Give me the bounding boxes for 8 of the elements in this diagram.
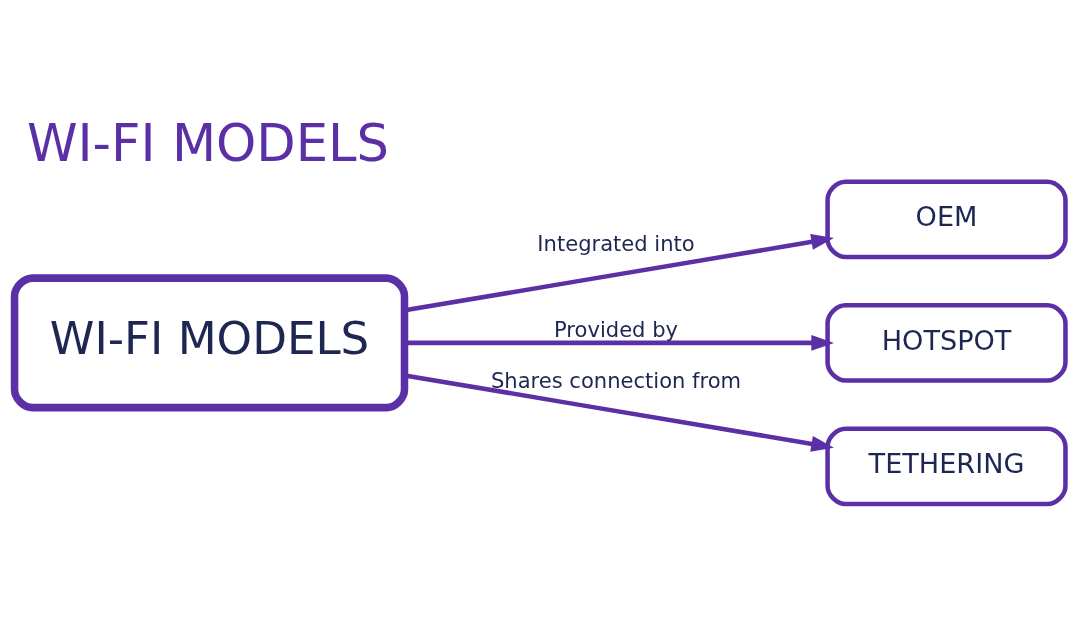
node-box: HOTSPOT	[825, 302, 1068, 383]
edge-label: Provided by	[554, 316, 679, 342]
edge-label: Shares connection from	[490, 367, 742, 393]
node-box: TETHERING	[825, 425, 1068, 506]
node-box: WI-FI MODELS	[10, 273, 409, 411]
diagram-title: WI-FI MODELS	[26, 112, 390, 173]
node-box: OEM	[825, 179, 1068, 259]
edge-label: Integrated into	[537, 230, 695, 256]
